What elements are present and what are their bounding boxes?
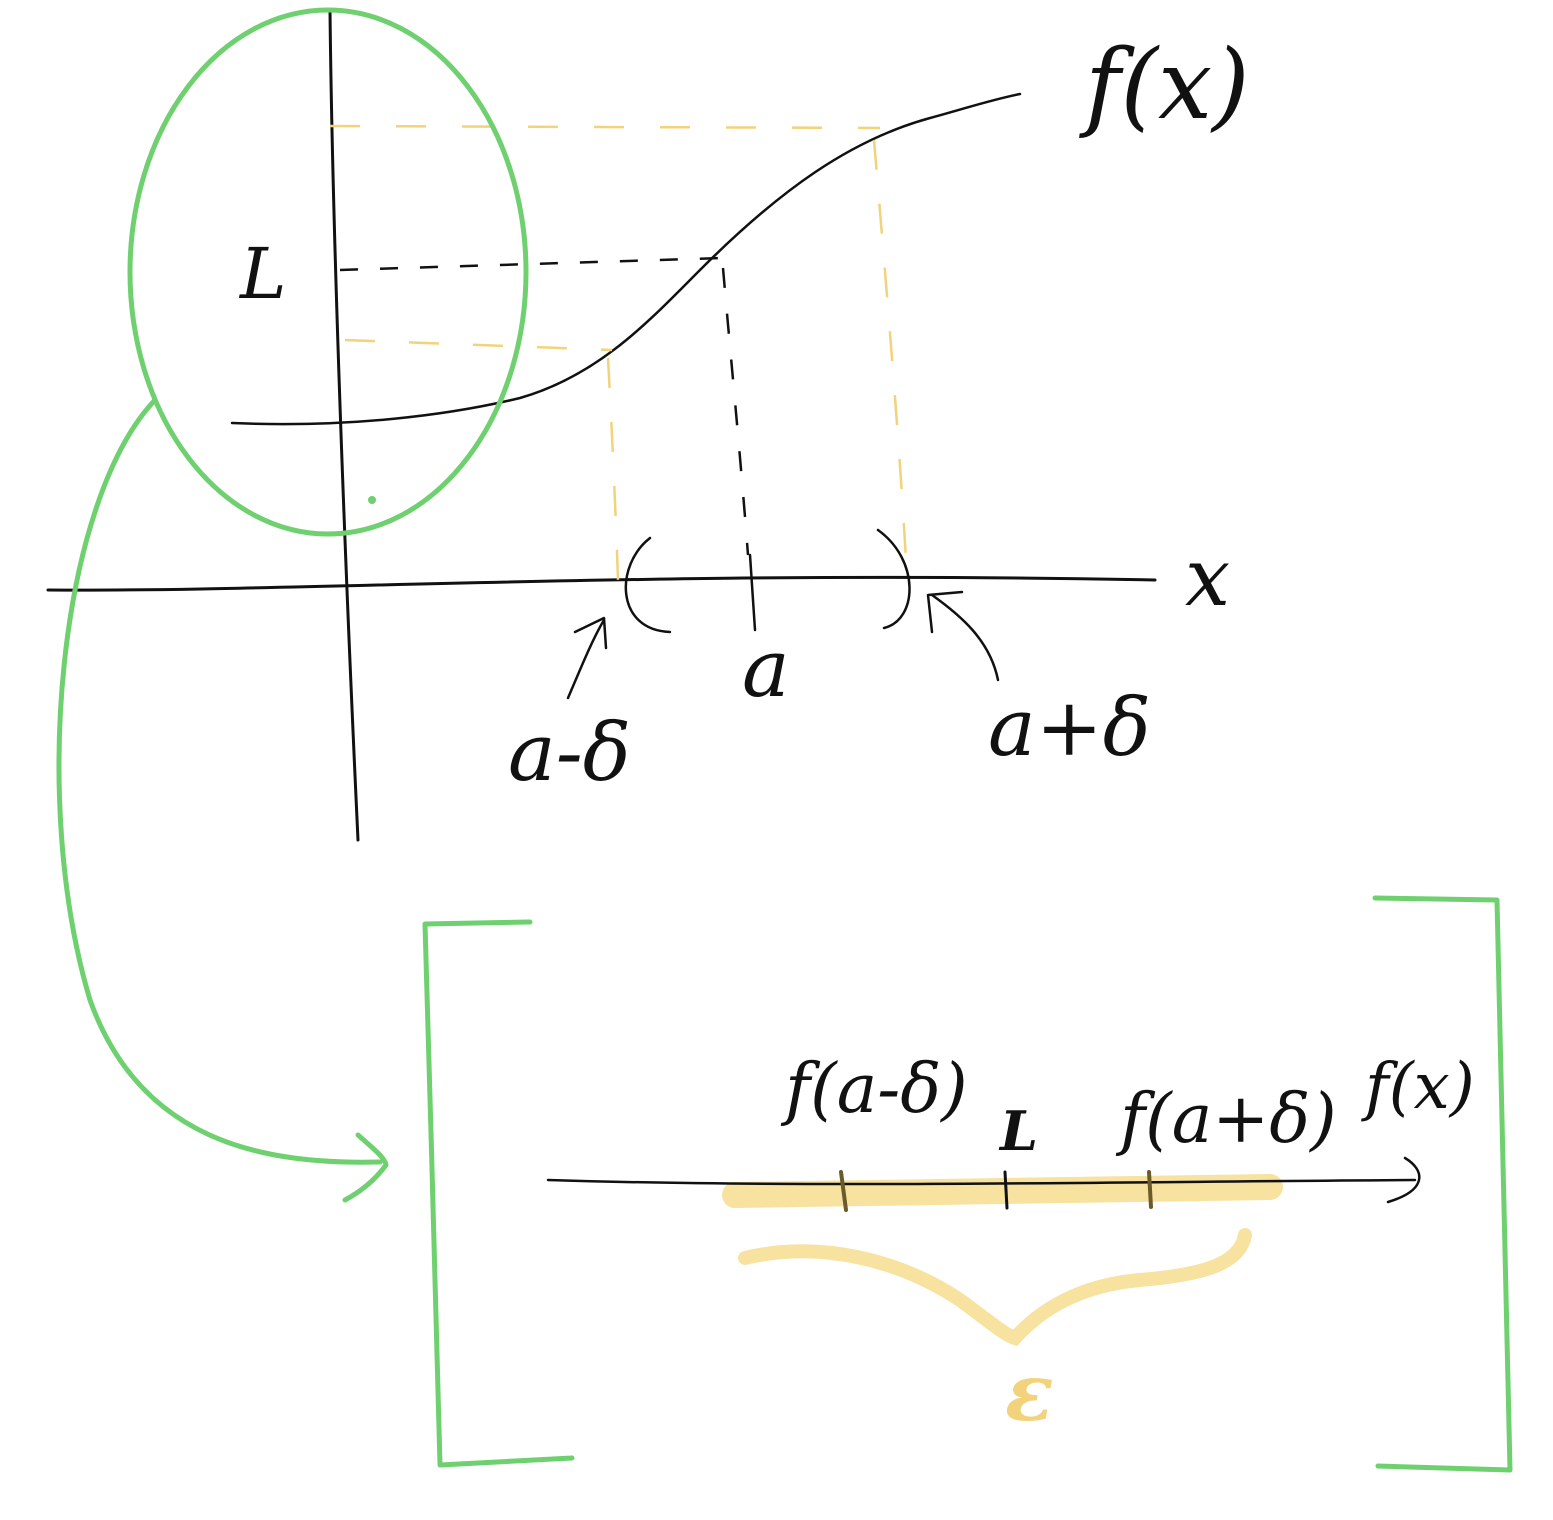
lower-bound-dash xyxy=(344,338,613,352)
zoom-arrow xyxy=(56,397,383,1165)
x-axis xyxy=(46,575,1157,592)
tick-limit xyxy=(1003,1170,1009,1210)
zoom-circle xyxy=(127,7,529,537)
right-bound-label: a+δ xyxy=(988,681,1151,774)
left-bound-arrow xyxy=(566,616,608,700)
right-bracket xyxy=(1372,895,1513,1473)
zoom-right-label: f(a+δ) xyxy=(1115,1080,1337,1159)
left-paren xyxy=(624,536,672,634)
right-bound-arrow xyxy=(926,590,1000,682)
function-label: f(x) xyxy=(1079,29,1250,141)
epsilon-label: ε xyxy=(1005,1345,1054,1439)
zoom-number-line-arrowhead xyxy=(1386,1156,1421,1204)
point-label: a xyxy=(742,622,790,715)
left-bound-dash xyxy=(606,357,620,581)
right-paren xyxy=(876,528,911,630)
zoom-arrow-head xyxy=(342,1132,389,1203)
tick-right xyxy=(1147,1170,1153,1209)
left-bracket xyxy=(422,919,575,1468)
y-axis xyxy=(328,8,360,842)
point-dash-line xyxy=(721,267,750,556)
x-axis-label: x xyxy=(1185,531,1230,624)
left-bound-label: a-δ xyxy=(508,706,631,799)
zoom-number-line xyxy=(546,1178,1417,1186)
zoom-callout xyxy=(56,7,529,1203)
function-curve xyxy=(230,92,1022,426)
epsilon-band xyxy=(722,1174,1283,1208)
zoomed-view: f(a-δ) L f(a+δ) f(x) ε xyxy=(422,895,1513,1473)
point-tick xyxy=(748,553,757,632)
limit-dash-line xyxy=(339,256,723,272)
zoom-limit-label: L xyxy=(998,1099,1038,1163)
right-bound-dash xyxy=(872,139,908,561)
zoom-axis-label: f(x) xyxy=(1361,1050,1475,1124)
upper-bound-dash xyxy=(329,124,881,130)
origin-dot xyxy=(368,496,376,504)
top-graph: f(x) x L a a-δ a+δ xyxy=(46,8,1250,842)
limit-label: L xyxy=(238,233,286,315)
zoom-left-label: f(a-δ) xyxy=(780,1050,968,1129)
epsilon-brace xyxy=(738,1228,1252,1346)
tick-left xyxy=(839,1170,848,1212)
